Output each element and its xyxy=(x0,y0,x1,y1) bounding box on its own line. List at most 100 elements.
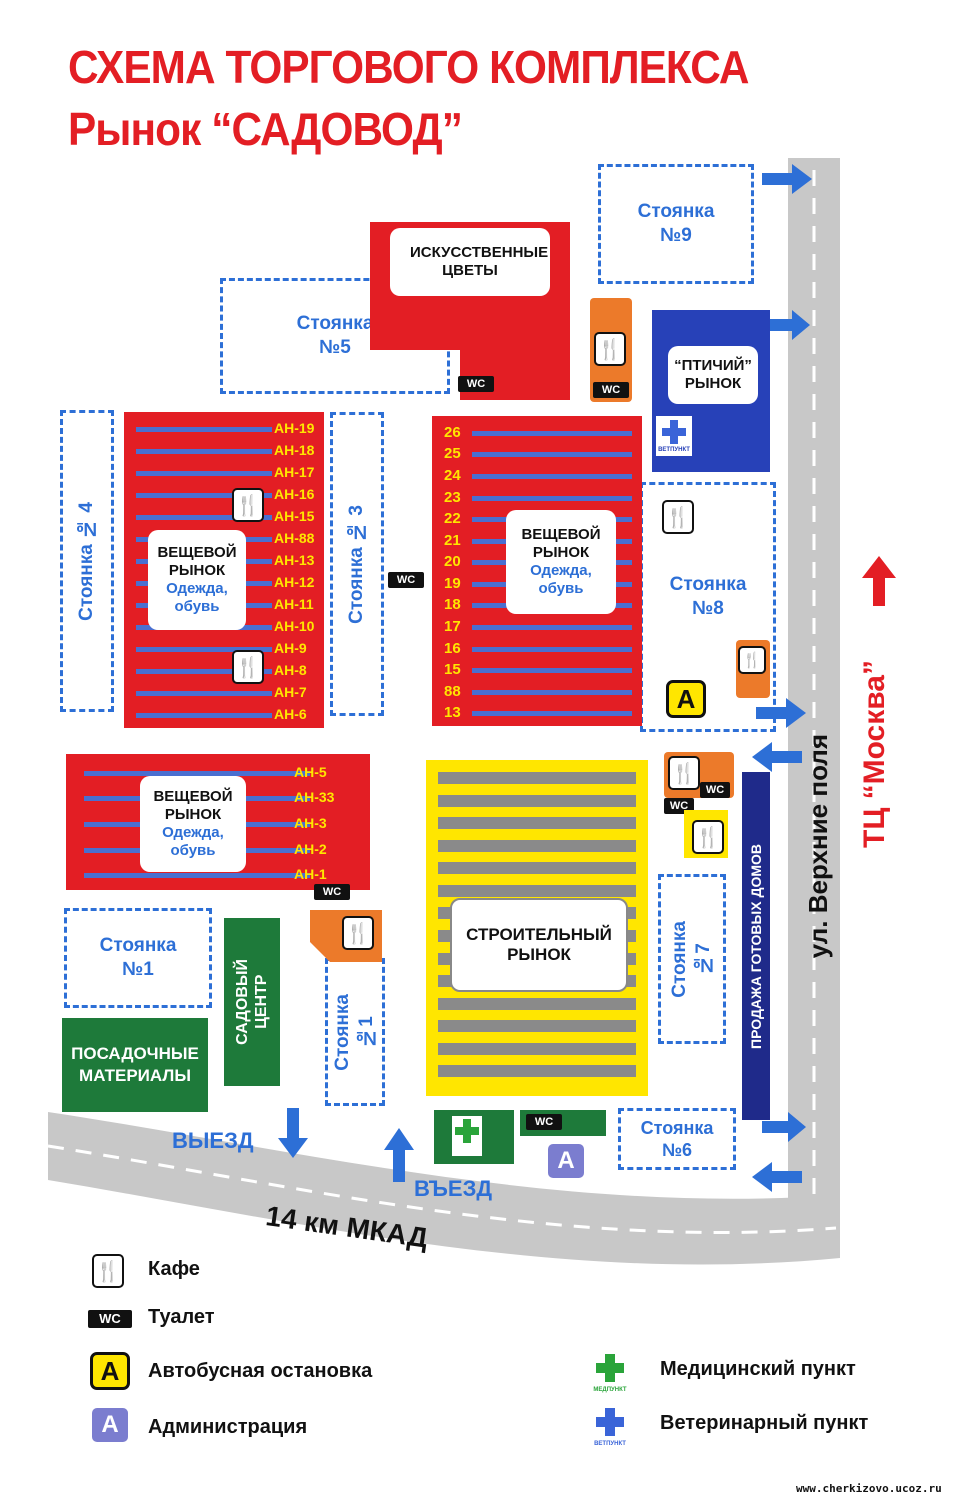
market-row-stripe xyxy=(136,669,272,674)
market-row-stripe xyxy=(136,515,272,520)
market-row-stripe xyxy=(136,449,272,454)
cafe-icon: 🍴 xyxy=(738,646,766,674)
parking-5-label: Стоянка xyxy=(296,313,374,335)
parking-4: Стоянка № 4 xyxy=(60,410,114,712)
clothes-mid-line4: обувь xyxy=(538,580,584,597)
market-row-stripe xyxy=(136,427,272,432)
exit-arrow-icon xyxy=(278,1108,308,1158)
flowers-label-box: ИСКУССТВЕННЫЕ ЦВЕТЫ xyxy=(390,228,550,296)
legend-medical-label: Медицинский пункт xyxy=(660,1358,856,1380)
legend-bus-label: Автобусная остановка xyxy=(148,1360,373,1382)
clothes-left-line2: РЫНОК xyxy=(168,562,226,579)
market-row-label: 20 xyxy=(444,553,461,571)
vet-point: ВЕТПУНКТ xyxy=(656,416,692,456)
entry-arrow-icon xyxy=(384,1128,414,1182)
market-row-stripe xyxy=(472,473,632,479)
clothes-low-line4: обувь xyxy=(170,842,216,859)
market-row-stripe xyxy=(136,647,272,652)
bird-market-label-1: “ПТИЧИЙ” xyxy=(674,357,752,374)
market-row-label: 15 xyxy=(444,661,461,679)
wc-middle: WC xyxy=(388,572,424,588)
market-row-stripe xyxy=(136,691,272,696)
market-row-stripe xyxy=(84,770,310,776)
legend-cafe-icon: 🍴 xyxy=(92,1254,124,1288)
market-row-label: 18 xyxy=(444,596,461,614)
plants-block: ПОСАДОЧНЫЕ МАТЕРИАЛЫ xyxy=(62,1018,208,1112)
plants-line2: МАТЕРИАЛЫ xyxy=(79,1066,191,1085)
market-row-label: АН-16 xyxy=(274,486,315,502)
parking-9-number: №9 xyxy=(660,225,692,246)
market-row-label: АН-11 xyxy=(274,596,314,612)
market-row-stripe xyxy=(472,624,632,630)
parking-1-number: №1 xyxy=(122,959,154,980)
market-row-stripe xyxy=(472,495,632,501)
market-row-label: 24 xyxy=(444,466,461,484)
market-row-label: АН-19 xyxy=(274,420,315,436)
market-row-stripe xyxy=(472,689,632,695)
cafe-icon: 🍴 xyxy=(662,500,694,534)
building-row-bar xyxy=(438,1042,636,1055)
wc-cafe-top: WC xyxy=(593,382,629,398)
cafe-icon: 🍴 xyxy=(594,332,626,366)
building-row-bar xyxy=(438,772,636,784)
market-row-label: АН-12 xyxy=(274,574,315,590)
market-row-label: АН-9 xyxy=(274,640,307,656)
cafe-icon: 🍴 xyxy=(668,756,700,790)
market-row-label: АН-3 xyxy=(294,815,327,831)
building-row-bar xyxy=(438,997,636,1010)
clothes-left-line4: обувь xyxy=(174,598,220,615)
parking-4-label: Стоянка № 4 xyxy=(76,501,98,621)
arrow-right-icon xyxy=(770,310,810,340)
clothes-mid-line3: Одежда, xyxy=(530,562,592,579)
clothes-mid-line2: РЫНОК xyxy=(532,544,590,561)
flowers-label: ИСКУССТВЕННЫЕ ЦВЕТЫ xyxy=(410,244,549,279)
bird-market-label-2: РЫНОК xyxy=(684,375,742,392)
arrow-right-icon xyxy=(756,698,806,728)
arrow-right-icon xyxy=(762,164,812,194)
market-row-label: АН-18 xyxy=(274,442,315,458)
legend-bus-icon: A xyxy=(90,1352,130,1390)
market-row-label: АН-10 xyxy=(274,618,315,634)
parking-8-number: №8 xyxy=(692,598,724,619)
plants-line1: ПОСАДОЧНЫЕ xyxy=(71,1043,199,1063)
mkad-road xyxy=(48,1112,840,1265)
vet-point-label: ВЕТПУНКТ xyxy=(658,447,690,453)
legend-wc-label: Туалет xyxy=(148,1306,215,1328)
entry-label: ВЪЕЗД xyxy=(414,1176,493,1201)
wc-lower: WC xyxy=(314,884,350,900)
parking-1-label: Стоянка xyxy=(99,935,177,957)
market-row-label: 25 xyxy=(444,445,461,463)
arrow-left-icon xyxy=(752,1162,802,1192)
street-label: ул. Верхние поля xyxy=(803,734,833,959)
cafe-icon: 🍴 xyxy=(232,650,264,684)
legend-admin-label: Администрация xyxy=(148,1416,308,1438)
parking-5-number: №5 xyxy=(319,337,351,358)
vet-cross-icon xyxy=(662,420,686,444)
garden-line1: САДОВЫЙ xyxy=(233,959,251,1045)
market-row-label: АН-13 xyxy=(274,552,315,568)
clothes-low-line1: ВЕЩЕВОЙ xyxy=(153,788,233,805)
wc-entry: WC xyxy=(526,1114,562,1130)
market-row-label: 22 xyxy=(444,510,461,528)
market-row-label: 26 xyxy=(444,423,461,441)
parking-8-label: Стоянка xyxy=(669,574,747,596)
garden-line2: ЦЕНТР xyxy=(253,974,270,1030)
market-row-stripe xyxy=(472,646,632,652)
market-row-stripe xyxy=(84,873,310,879)
market-row-stripe xyxy=(472,668,632,674)
clothes-left-line3: Одежда, xyxy=(166,580,228,597)
market-row-label: 23 xyxy=(444,488,461,506)
clothes-market-left-label: ВЕЩЕВОЙ РЫНОК Одежда, обувь xyxy=(148,530,246,630)
legend-cafe-label: Кафе xyxy=(148,1258,200,1280)
building-row-bar xyxy=(438,1065,636,1078)
medical-point xyxy=(452,1116,482,1156)
market-row-label: АН-15 xyxy=(274,508,315,524)
market-row-stripe xyxy=(136,713,272,718)
clothes-left-line1: ВЕЩЕВОЙ xyxy=(157,544,237,561)
arrow-left-icon xyxy=(752,742,802,772)
building-market-line2: РЫНОК xyxy=(507,945,571,964)
market-row-stripe xyxy=(472,430,632,436)
map-title-line1: СХЕМА ТОРГОВОГО КОМПЛЕКСА xyxy=(68,41,749,93)
market-row-label: АН-5 xyxy=(294,763,327,780)
